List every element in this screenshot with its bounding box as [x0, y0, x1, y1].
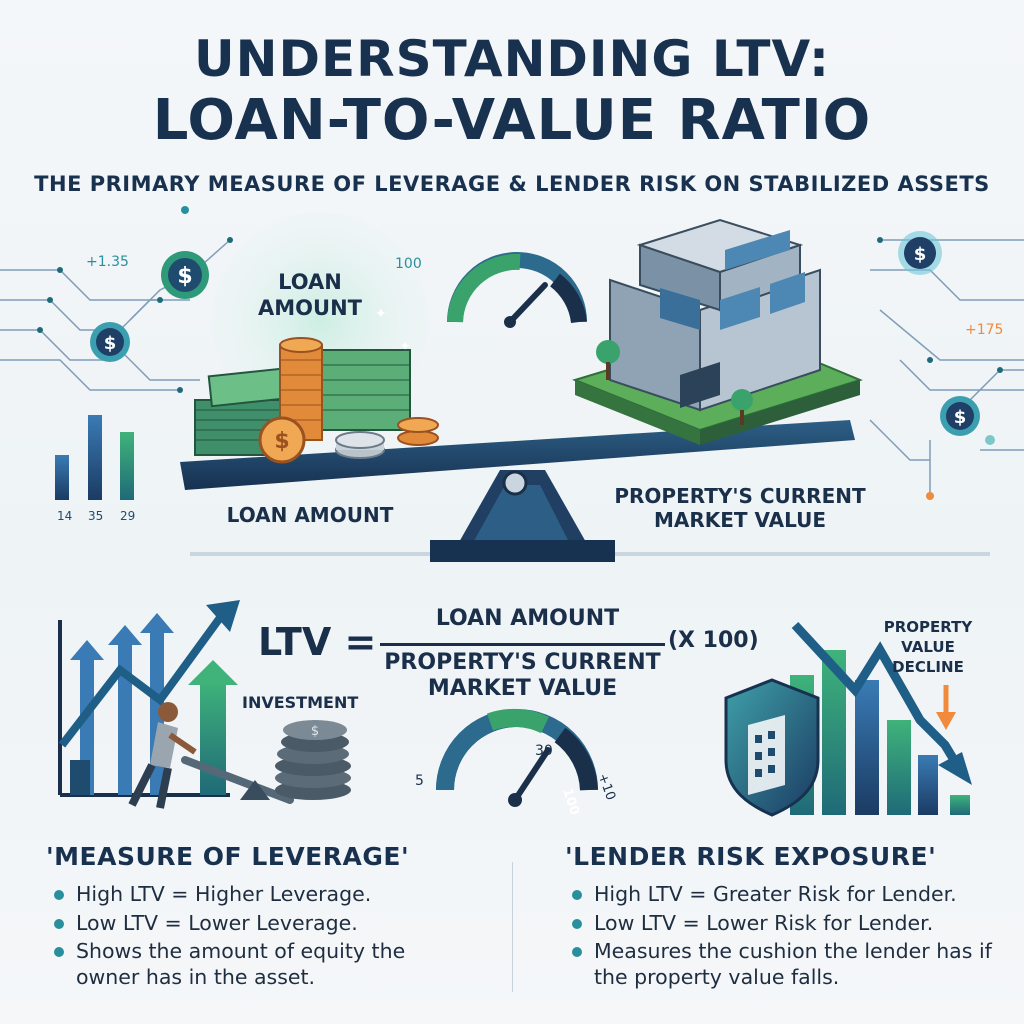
- person-icon: [128, 702, 197, 809]
- svg-text:$: $: [104, 333, 117, 354]
- gauge-mid-label: 30: [535, 743, 553, 759]
- lever-icon: [181, 756, 294, 804]
- formula-multiplier: (X 100): [668, 628, 759, 653]
- leverage-bullets: High LTV = Higher Leverage. Low LTV = Lo…: [50, 882, 470, 994]
- svg-text:$: $: [274, 429, 289, 454]
- svg-text:✦: ✦: [400, 339, 410, 353]
- risk-bullets: High LTV = Greater Risk for Lender. Low …: [568, 882, 998, 994]
- list-item: Low LTV = Lower Risk for Lender.: [568, 911, 998, 937]
- left-scale-label: LOAN AMOUNT: [226, 503, 394, 527]
- dollar-icon: $: [898, 231, 942, 275]
- svg-text:$: $: [177, 264, 192, 289]
- gauge-end-label: 100: [559, 786, 582, 816]
- mid-gauge: [436, 708, 598, 807]
- list-item: High LTV = Greater Risk for Lender.: [568, 882, 998, 908]
- building-icon: [571, 218, 863, 445]
- bullet-icon: [572, 947, 582, 958]
- svg-text:$: $: [914, 244, 927, 265]
- formula-denominator-1: PROPERTY'S CURRENT: [384, 650, 661, 675]
- list-item: Measures the cushion the lender has if t…: [568, 939, 998, 990]
- right-value-label: +175: [965, 322, 1003, 338]
- gauge-right-label: +10: [595, 772, 618, 803]
- top-gauge: [447, 252, 587, 328]
- gauge-top-label: 100: [395, 256, 422, 272]
- left-value-label: +1.35: [86, 254, 129, 270]
- formula-denominator-2: MARKET VALUE: [427, 676, 618, 701]
- list-item: Shows the amount of equity the owner has…: [50, 939, 470, 990]
- loan-bubble-label-2: AMOUNT: [258, 296, 362, 320]
- bar-label: 29: [120, 509, 135, 523]
- coin-stack-icon: $: [258, 337, 439, 464]
- page-title-line2: LOAN-TO-VALUE RATIO: [152, 88, 872, 153]
- list-item: Low LTV = Lower Leverage.: [50, 911, 470, 937]
- bar-label: 35: [88, 509, 103, 523]
- shield-icon: [724, 678, 820, 817]
- page-subtitle: THE PRIMARY MEASURE OF LEVERAGE & LENDER…: [34, 172, 990, 196]
- section-divider: [512, 862, 513, 992]
- coin-stack-icon: $: [275, 720, 351, 800]
- bullet-icon: [54, 947, 64, 958]
- left-bar-chart: [55, 415, 134, 500]
- bullet-icon: [572, 918, 582, 929]
- decline-label-2: VALUE: [901, 638, 955, 656]
- right-scale-label-2: MARKET VALUE: [653, 508, 827, 532]
- gauge-left-label: 5: [415, 773, 424, 789]
- seesaw-fulcrum: [430, 470, 615, 562]
- dollar-icon: $: [161, 251, 209, 299]
- bullet-icon: [54, 890, 64, 900]
- formula-ltv: LTV =: [258, 620, 377, 664]
- svg-text:$: $: [954, 407, 967, 428]
- leverage-title: 'MEASURE OF LEVERAGE': [46, 842, 410, 871]
- svg-text:$: $: [311, 724, 319, 739]
- bar-label: 14: [57, 509, 72, 523]
- list-item: High LTV = Higher Leverage.: [50, 882, 470, 908]
- left-network: [0, 239, 231, 391]
- loan-bubble-label-1: LOAN: [278, 270, 342, 294]
- formula-fraction-bar: [380, 643, 665, 646]
- bullet-icon: [572, 890, 582, 900]
- formula-numerator: LOAN AMOUNT: [435, 606, 620, 631]
- decline-label-1: PROPERTY: [884, 618, 974, 636]
- bullet-icon: [54, 918, 64, 929]
- investment-label: INVESTMENT: [242, 693, 358, 712]
- right-scale-label-1: PROPERTY'S CURRENT: [614, 484, 866, 508]
- risk-title: 'LENDER RISK EXPOSURE': [565, 842, 937, 871]
- decline-label-3: DECLINE: [892, 658, 964, 676]
- dollar-icon: $: [90, 322, 130, 362]
- dollar-icon: $: [940, 396, 980, 436]
- svg-text:✦: ✦: [375, 306, 387, 322]
- page-title-line1: UNDERSTANDING LTV:: [194, 30, 830, 88]
